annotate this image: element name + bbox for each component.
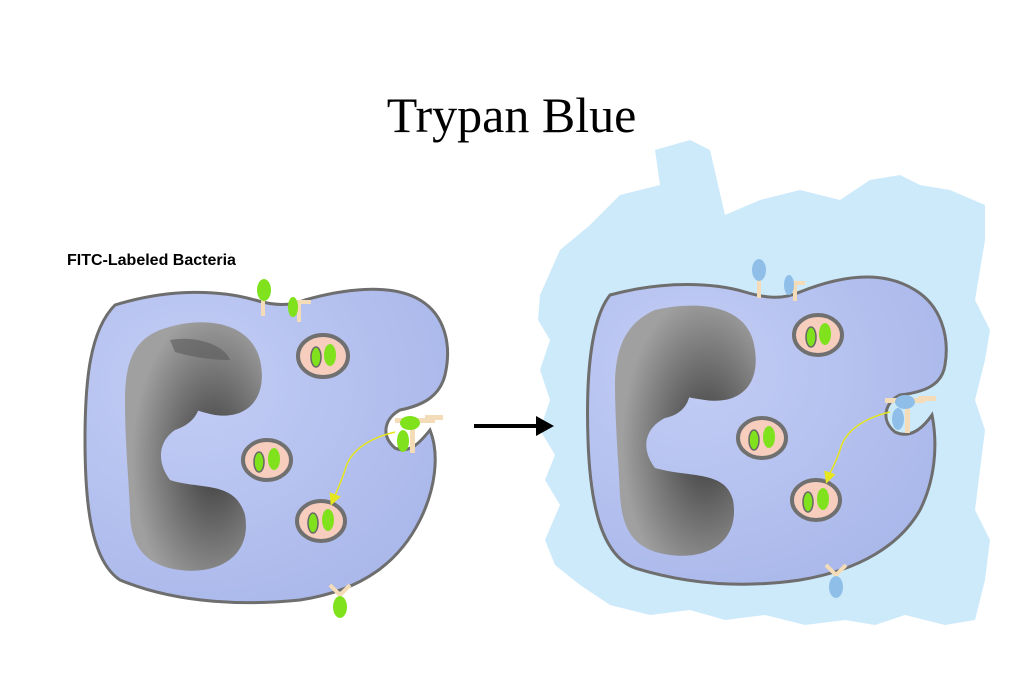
bacterium-icon <box>805 326 817 348</box>
phagosome <box>295 499 347 543</box>
phagosome <box>241 438 293 482</box>
bacterium-icon <box>257 279 271 301</box>
receptor-icon <box>395 415 443 453</box>
bacterium-icon <box>397 430 409 452</box>
bacterium-icon <box>307 512 319 534</box>
receptor-icon <box>784 275 805 301</box>
bacterium-icon <box>892 408 904 430</box>
fitc-bacteria-label: FITC-Labeled Bacteria <box>67 252 236 269</box>
slide-title: Trypan Blue <box>386 87 637 143</box>
receptor-icon <box>288 297 311 322</box>
phagosome <box>790 478 842 522</box>
right-arrow-icon <box>474 416 554 436</box>
receptor-icon <box>824 563 848 598</box>
bacterium-icon <box>819 323 831 345</box>
bacterium-icon <box>895 395 915 409</box>
bacterium-icon <box>752 259 766 281</box>
bacterium-icon <box>817 488 829 510</box>
bacterium-icon <box>748 429 760 451</box>
macrophage-right <box>586 259 948 598</box>
bacterium-icon <box>784 275 794 295</box>
internalization-path <box>824 411 891 484</box>
phagosome <box>792 313 844 357</box>
bacterium-icon <box>310 346 322 368</box>
bacterium-icon <box>322 509 334 531</box>
bacterium-icon <box>324 344 336 366</box>
nucleus-right <box>615 305 756 556</box>
bacterium-icon <box>400 416 420 430</box>
nucleus-left <box>125 322 262 571</box>
internalization-path <box>329 431 396 506</box>
bacterium-icon <box>829 576 843 598</box>
bacterium-icon <box>333 596 347 618</box>
receptor-icon <box>885 395 936 433</box>
bacterium-icon <box>802 491 814 513</box>
receptor-icon <box>328 583 352 618</box>
macrophage-left <box>83 279 449 618</box>
receptor-icon <box>752 259 766 298</box>
receptor-icon <box>257 279 271 316</box>
bacterium-icon <box>288 297 298 317</box>
bacterium-icon <box>253 451 265 473</box>
phagosome <box>736 416 788 460</box>
bacterium-icon <box>268 448 280 470</box>
nucleus-lobe-left <box>170 338 230 360</box>
bacterium-icon <box>763 426 775 448</box>
phagosome <box>296 333 350 379</box>
